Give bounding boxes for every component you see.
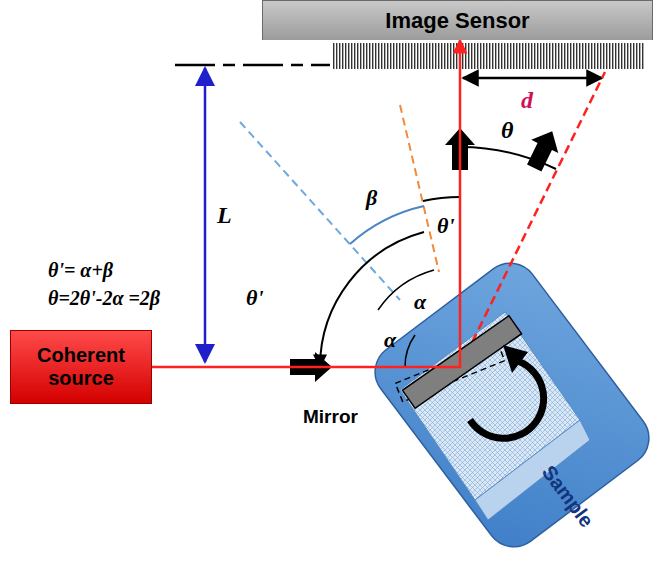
coherent-source-label: Coherent source <box>26 344 136 390</box>
angle-label: β <box>366 187 377 209</box>
dimension-arrow <box>204 68 207 362</box>
normal-line <box>240 122 400 300</box>
angle-arc <box>405 335 415 367</box>
dimension-label: L <box>217 203 232 227</box>
rotation-arrow <box>470 360 544 438</box>
rotation-arrow <box>503 345 528 373</box>
sample-label: Sample <box>537 461 598 532</box>
part-name: Mirror <box>303 407 358 426</box>
sample-housing <box>364 252 660 558</box>
equation: θ=2θ'-2α =2β <box>48 288 160 308</box>
dimension-arrow <box>463 77 602 80</box>
deflected-beam <box>460 72 605 367</box>
laser-beam <box>152 40 460 367</box>
coherent-source: Coherent source <box>10 330 152 404</box>
image-sensor: Image Sensor <box>262 0 653 40</box>
pixel-strip <box>332 43 645 69</box>
angle-arc <box>350 206 424 244</box>
angle-label: θ' <box>246 287 264 309</box>
angle-label: θ <box>501 118 513 142</box>
equation: θ'= α+β <box>48 260 113 280</box>
angle-label: α <box>384 329 396 351</box>
angle-arc <box>320 232 424 367</box>
reference-line <box>175 64 330 67</box>
angle-arc <box>423 197 460 201</box>
image-sensor-label: Image Sensor <box>263 1 652 34</box>
angle-label: θ' <box>437 215 455 237</box>
sample: Sample <box>360 240 661 579</box>
angle-label: α <box>414 291 426 313</box>
mirror <box>402 316 521 409</box>
block-arrow <box>521 125 566 175</box>
dimension-label: d <box>521 88 533 112</box>
normal-line <box>400 105 439 272</box>
